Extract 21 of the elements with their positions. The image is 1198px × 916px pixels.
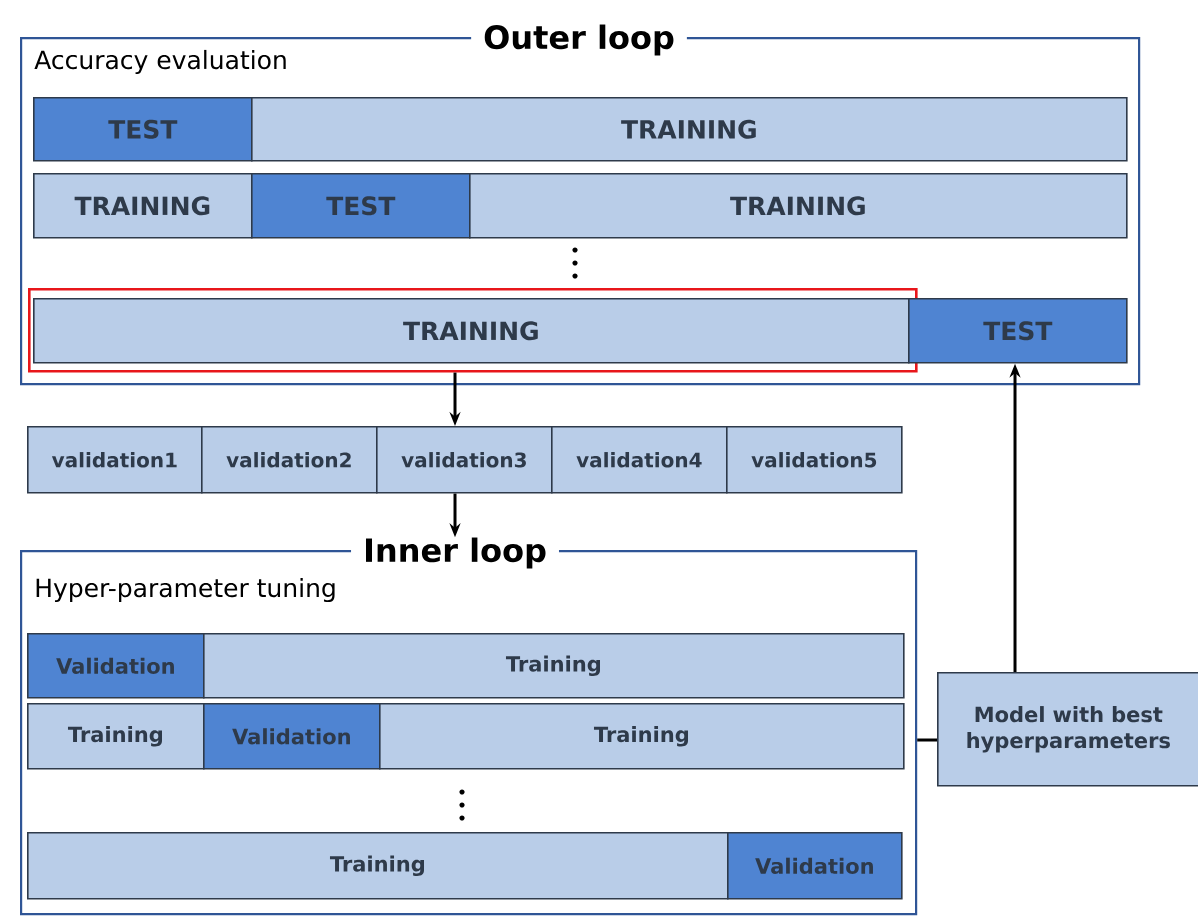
fold-segment: Training (27, 703, 205, 770)
fold-segment: Validation (203, 703, 381, 770)
fold-segment: validation2 (201, 426, 378, 494)
fold-segment: TRAINING (33, 298, 910, 364)
model-box: Model with best hyperparameters (937, 672, 1198, 787)
fold-segment: validation5 (726, 426, 903, 494)
fold-segment: validation4 (551, 426, 728, 494)
fold-segment: Training (203, 633, 905, 699)
fold-segment: Validation (727, 832, 903, 900)
fold-segment: TRAINING (251, 97, 1128, 162)
fold-segment: TEST (251, 173, 471, 239)
fold-segment: Validation (27, 633, 205, 699)
fold-segment: TEST (33, 97, 253, 162)
fold-segment: Training (27, 832, 729, 900)
highlight-box (28, 288, 918, 373)
fold-segment: TRAINING (469, 173, 1128, 239)
fold-segment: Training (379, 703, 905, 770)
fold-segment: validation1 (27, 426, 203, 494)
fold-segment: validation3 (376, 426, 553, 494)
fold-segment: TEST (908, 298, 1128, 364)
fold-segment: TRAINING (33, 173, 253, 239)
